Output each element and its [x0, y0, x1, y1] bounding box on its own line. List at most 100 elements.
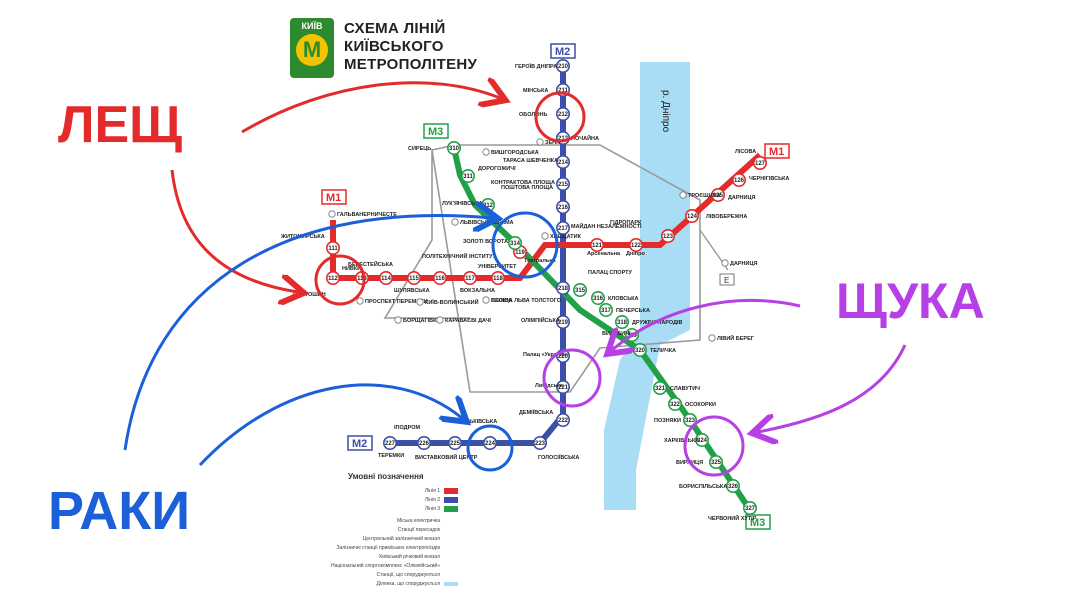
- station-name: ЛІВОБЕРЕЖНА: [706, 214, 747, 220]
- station-m2-219: [555, 314, 570, 329]
- svg-text:M1: M1: [769, 146, 784, 158]
- station-number: 321: [655, 386, 666, 392]
- e-label: E: [724, 276, 729, 285]
- station-number: 322: [670, 402, 681, 408]
- station-number: 113: [357, 276, 367, 282]
- station-number: 115: [409, 276, 419, 282]
- station-name: ШУЛЯВСЬКА: [394, 288, 430, 294]
- station-number: 316: [593, 296, 604, 302]
- shchuka-arrow-bottom: [758, 344, 907, 432]
- rail-station-name: ХРЕЩАТИК: [550, 234, 582, 240]
- rail-station: [536, 138, 544, 146]
- station-m1-123: [660, 229, 675, 244]
- raky-arrow-top: [123, 216, 492, 451]
- station-number: 310: [449, 146, 460, 152]
- station-m3-311: [460, 169, 475, 184]
- station-name: МІНСЬКА: [523, 88, 548, 94]
- station-number: 323: [685, 418, 696, 424]
- station-m3-326: [725, 478, 740, 493]
- station-name: СИРЕЦЬ: [408, 146, 431, 152]
- legend-line-1: Лінія 1: [424, 488, 440, 494]
- station-m2-222: [555, 412, 570, 427]
- station-name: ОСОКОРКИ: [685, 402, 716, 408]
- rail-station: [436, 316, 444, 324]
- station-name: Дніпро: [626, 251, 645, 257]
- station-number: 218: [558, 286, 569, 292]
- rail-station-name: ДАРНИЦЯ: [730, 261, 758, 267]
- station-m1-124: [684, 209, 699, 224]
- legend-title: Умовні позначення: [348, 472, 424, 481]
- station-m1-122: [628, 238, 643, 253]
- station-name: ЗОЛОТІ ВОРОТА: [463, 239, 508, 245]
- station-number: 114: [381, 276, 391, 282]
- station-name: ТЕРЕМКИ: [378, 453, 404, 459]
- rail-station-name: ГАЛЬВАНЕРНИЧЕСТЕ: [337, 212, 397, 218]
- station-name: КОНТРАКТОВА ПЛОЩА: [491, 180, 555, 186]
- station-number: 119: [515, 250, 525, 256]
- station-number: 210: [558, 64, 569, 70]
- station-name: ІПОДРОМ: [394, 425, 420, 431]
- legend-swatch-m1: [444, 488, 458, 494]
- station-m2-217: [555, 221, 570, 236]
- station-name: ГЕРОЇВ ДНІПРА: [515, 63, 557, 70]
- rail-station: [721, 259, 729, 267]
- station-number: 318: [617, 320, 628, 326]
- station-m1-112: [325, 270, 340, 285]
- legend-item-5: Київський річковий вокзал: [379, 554, 440, 560]
- svg-text:M3: M3: [428, 126, 443, 138]
- rail-station: [679, 191, 687, 199]
- rail-station: [394, 316, 402, 324]
- rail-station-name: БЕЛИЧІ: [491, 298, 512, 304]
- station-m3-317: [598, 302, 613, 317]
- station-m3-327: [742, 500, 757, 515]
- lesh-circle-obolon: [534, 91, 586, 143]
- station-m2-216: [555, 200, 570, 215]
- station-name: ДЕМІЇВСЬКА: [519, 409, 553, 416]
- rail-station-name: БОРЩАГІВКА: [403, 318, 440, 324]
- rail-station-name: КИЇВ-ВОЛИНСЬКИЙ: [425, 298, 479, 306]
- river-dnipro: [604, 62, 690, 510]
- station-m1-115: [406, 270, 421, 285]
- station-number: 324: [697, 438, 708, 444]
- station-name: ВИДУБИЧІ: [602, 331, 631, 337]
- rail-station-name: ТРОЄЩИНА: [688, 193, 721, 199]
- station-name: СЛАВУТИЧ: [670, 386, 700, 392]
- station-name: ПОЛІТЕХНІЧНИЙ ІНСТИТУТ: [422, 252, 496, 260]
- rail-station: [356, 297, 364, 305]
- station-m1-114: [378, 270, 393, 285]
- legend-line-3: Лінія 3: [424, 506, 440, 512]
- station-name: ПАЛАЦ СПОРТУ: [588, 270, 633, 276]
- logo-m-letter: M: [296, 34, 328, 66]
- station-m1-118: [490, 270, 505, 285]
- station-name: МАЙДАН НЕЗАЛЕЖНОСТІ: [571, 222, 642, 230]
- station-name: ОЛІМПІЙСЬКА: [521, 316, 560, 324]
- station-number: 311: [463, 174, 473, 180]
- station-number: 221: [558, 385, 569, 391]
- station-number: 127: [755, 161, 766, 167]
- station-name: ЧЕРНІГІВСЬКА: [749, 176, 789, 182]
- station-number: 227: [385, 441, 396, 447]
- station-m3-321: [652, 380, 667, 395]
- station-number: 112: [328, 276, 338, 282]
- station-name: ГОЛОСІЇВСЬКА: [538, 454, 579, 461]
- station-name: ВАСИЛЬКІВСЬКА: [450, 419, 497, 425]
- station-m1-126: [731, 173, 746, 188]
- station-number: 124: [687, 214, 698, 220]
- station-name: ПЛОЩА ЛЬВА ТОЛСТОГО: [491, 298, 562, 304]
- lesh-arrow-top: [241, 83, 500, 134]
- station-m2-214: [555, 155, 570, 170]
- legend-item-7: Станції, що споруджуються: [376, 572, 440, 578]
- fish-label-raky: РАКИ: [48, 481, 191, 541]
- tag-m2-top: M2: [550, 43, 576, 59]
- station-m3-325: [708, 454, 723, 469]
- station-number: 217: [558, 226, 569, 232]
- station-number: 224: [485, 441, 496, 447]
- station-m2-227: [382, 435, 397, 450]
- lesh-circle-sviatoshyn: [314, 254, 366, 306]
- station-m2-218: [555, 280, 570, 295]
- svg-text:M2: M2: [555, 46, 570, 58]
- legend-item-4: Залізничні станції приміських електропої…: [336, 545, 440, 551]
- legend-item-1: Міська електричка: [397, 518, 440, 524]
- station-name: ЧЕРВОНИЙ ХУТІР: [708, 514, 757, 522]
- tag-m1-left: M1: [321, 189, 347, 205]
